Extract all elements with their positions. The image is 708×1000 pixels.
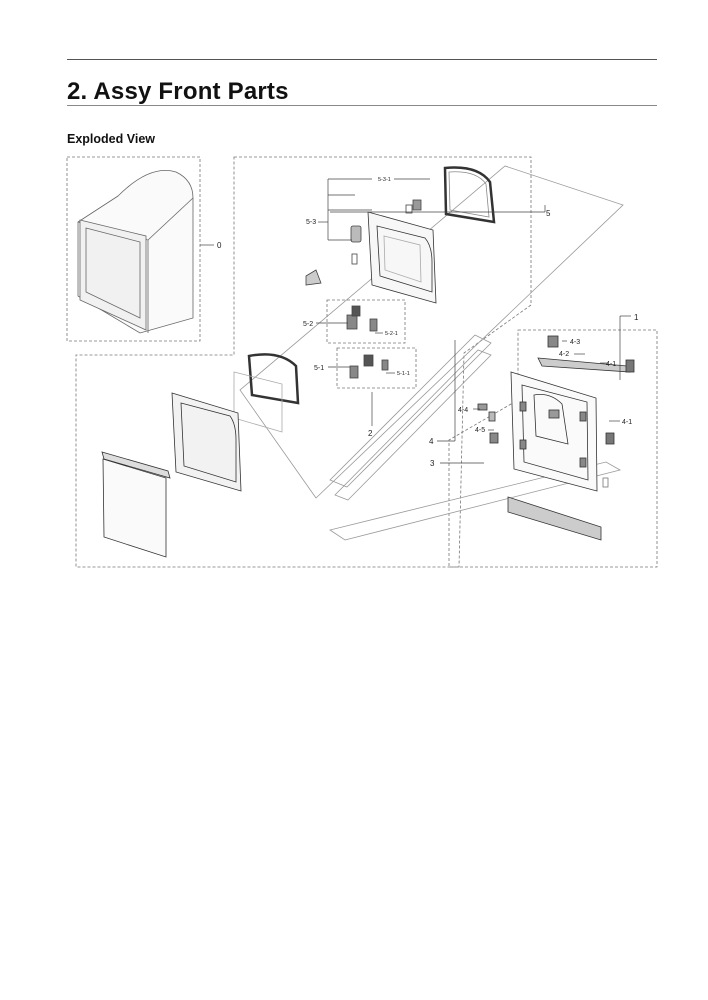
- subassy-5-2-box: [326, 299, 406, 344]
- callout-5-2: 5-2: [303, 321, 313, 328]
- callout-3: 3: [430, 459, 435, 468]
- callout-5-3-1: 5-3-1: [378, 177, 391, 183]
- callout-4-1-side: 4-1: [622, 419, 632, 426]
- subassy-5-1-box: [336, 347, 417, 389]
- callout-2: 2: [368, 429, 373, 438]
- callout-5-2-1: 5-2-1: [385, 331, 398, 337]
- door-glass-frame: [443, 166, 496, 224]
- front-panel: [477, 335, 635, 541]
- main-exploded-outline: [75, 156, 532, 568]
- callout-4-1-top: 4-1: [606, 361, 616, 368]
- callout-4-2: 4-2: [559, 351, 569, 358]
- title-underline: [67, 105, 657, 106]
- callout-4: 4: [429, 437, 434, 446]
- callout-leaders: [200, 178, 631, 464]
- callout-0: 0: [217, 241, 222, 250]
- assembled-unit-drawing: [77, 170, 194, 334]
- callout-5-1: 5-1: [314, 365, 324, 372]
- assembly-planes: [239, 165, 624, 541]
- assembled-unit-box: [66, 156, 201, 342]
- callout-4-5: 4-5: [475, 427, 485, 434]
- header-rule: [67, 59, 657, 60]
- callout-5-1-1: 5-1-1: [397, 371, 410, 377]
- door-inner-frame: [367, 211, 437, 304]
- callout-4-4: 4-4: [458, 407, 468, 414]
- hinge-parts: [305, 199, 422, 379]
- callout-5: 5: [546, 209, 551, 218]
- callout-1: 1: [634, 313, 639, 322]
- callout-4-3: 4-3: [570, 339, 580, 346]
- exploded-view-heading: Exploded View: [67, 132, 155, 146]
- outer-door-parts: [101, 353, 300, 558]
- section-title: 2. Assy Front Parts: [67, 78, 289, 105]
- callout-5-3: 5-3: [306, 219, 316, 226]
